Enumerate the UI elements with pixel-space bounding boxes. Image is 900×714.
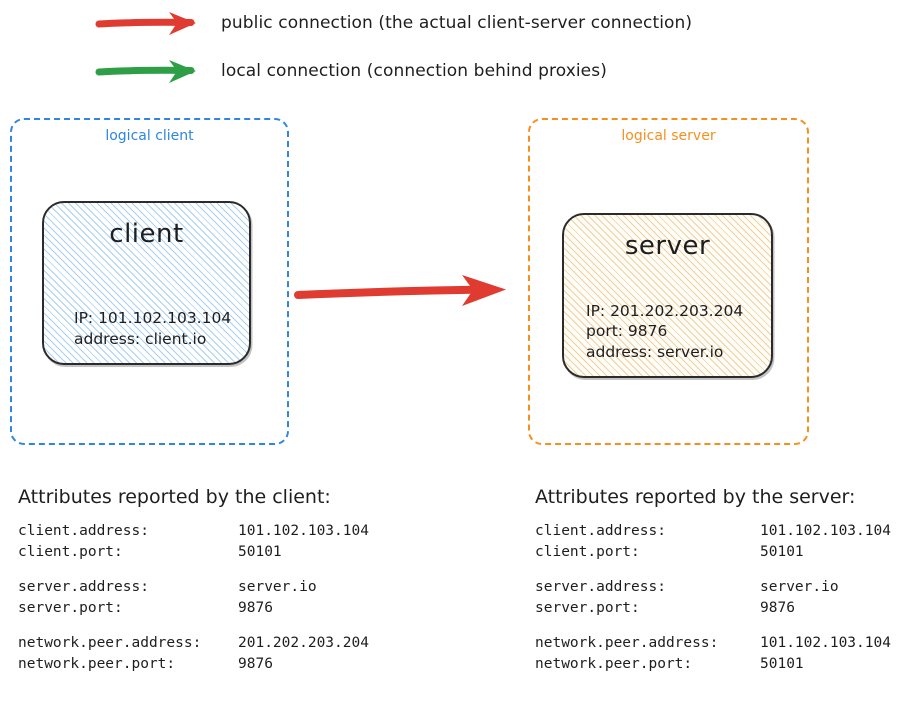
attr-value: 201.202.203.204 xyxy=(238,635,369,652)
attr-value: 101.102.103.104 xyxy=(238,523,369,539)
attr-value: server.io xyxy=(760,579,839,596)
attr-value: 9876 xyxy=(238,655,273,672)
logical-client-label: logical client xyxy=(105,128,194,144)
server-node: server IP: 201.202.203.204 port: 9876 ad… xyxy=(562,213,773,378)
attr-key: network.peer.address: xyxy=(18,635,202,652)
attr-key: client.port: xyxy=(18,543,123,560)
legend-item-public-connection: public connection (the actual client-ser… xyxy=(95,6,692,40)
table-row: network.peer.port: 50101 xyxy=(535,654,891,675)
attr-key: server.port: xyxy=(535,599,640,616)
table-row: server.port: 9876 xyxy=(535,598,891,619)
legend-label-local-connection: local connection (connection behind prox… xyxy=(221,61,607,81)
table-row-spacer xyxy=(535,562,891,577)
client-attributes-table: client.address: 101.102.103.104 client.p… xyxy=(18,521,369,674)
attr-value: 101.102.103.104 xyxy=(760,635,891,652)
table-row: server.address: server.io xyxy=(535,577,891,598)
legend-item-local-connection: local connection (connection behind prox… xyxy=(95,54,607,88)
attr-key: server.port: xyxy=(18,599,123,616)
server-node-details: IP: 201.202.203.204 port: 9876 address: … xyxy=(564,301,771,362)
server-attributes-block: Attributes reported by the server: clien… xyxy=(535,486,891,674)
arrow-right-icon xyxy=(95,12,196,35)
arrow-right-icon xyxy=(95,60,196,83)
table-row: client.address: 101.102.103.104 xyxy=(18,521,369,542)
attr-key: client.port: xyxy=(535,543,640,560)
table-row-spacer xyxy=(535,618,891,633)
server-node-ip: IP: 201.202.203.204 xyxy=(586,301,744,320)
attr-value: server.io xyxy=(238,579,317,596)
table-row: server.port: 9876 xyxy=(18,598,369,619)
table-row: server.address: server.io xyxy=(18,577,369,598)
attr-key: network.peer.port: xyxy=(18,655,176,672)
client-node: client IP: 101.102.103.104 address: clie… xyxy=(42,201,251,365)
table-row: network.peer.address: 101.102.103.104 xyxy=(535,633,891,654)
client-node-title: client xyxy=(109,219,184,249)
attr-key: network.peer.port: xyxy=(535,655,693,672)
server-node-port: port: 9876 xyxy=(586,322,668,341)
table-row: network.peer.address: 201.202.203.204 xyxy=(18,633,369,654)
server-attributes-heading: Attributes reported by the server: xyxy=(535,486,856,508)
client-attributes-block: Attributes reported by the client: clien… xyxy=(18,486,369,674)
attr-key: network.peer.address: xyxy=(535,635,719,652)
table-row: client.address: 101.102.103.104 xyxy=(535,521,891,542)
table-row: network.peer.port: 9876 xyxy=(18,654,369,675)
server-node-title: server xyxy=(624,231,711,261)
attr-key: server.address: xyxy=(18,579,149,596)
table-row: client.port: 50101 xyxy=(18,542,369,563)
attr-key: server.address: xyxy=(535,579,666,596)
attr-value: 50101 xyxy=(760,655,804,672)
attr-key: client.address: xyxy=(535,523,666,539)
attr-value: 9876 xyxy=(238,599,273,616)
client-attributes-heading: Attributes reported by the client: xyxy=(18,486,331,508)
attr-value: 50101 xyxy=(238,543,282,560)
server-attributes-table: client.address: 101.102.103.104 client.p… xyxy=(535,521,891,674)
public-connection-arrow xyxy=(294,275,506,306)
table-row: client.port: 50101 xyxy=(535,542,891,563)
attr-key: client.address: xyxy=(18,523,149,539)
legend-label-public-connection: public connection (the actual client-ser… xyxy=(221,13,693,33)
server-node-address: address: server.io xyxy=(586,342,724,361)
client-node-ip: IP: 101.102.103.104 xyxy=(74,309,232,328)
attr-value: 101.102.103.104 xyxy=(760,523,891,539)
table-row-spacer xyxy=(18,618,369,633)
client-node-details: IP: 101.102.103.104 address: client.io xyxy=(44,308,249,349)
client-node-address: address: client.io xyxy=(74,329,207,348)
attr-value: 50101 xyxy=(760,543,804,560)
logical-server-label: logical server xyxy=(621,128,716,144)
attr-value: 9876 xyxy=(760,599,795,616)
logical-server-group: logical server xyxy=(528,118,809,445)
logical-client-group: logical client xyxy=(10,118,289,445)
table-row-spacer xyxy=(18,562,369,577)
